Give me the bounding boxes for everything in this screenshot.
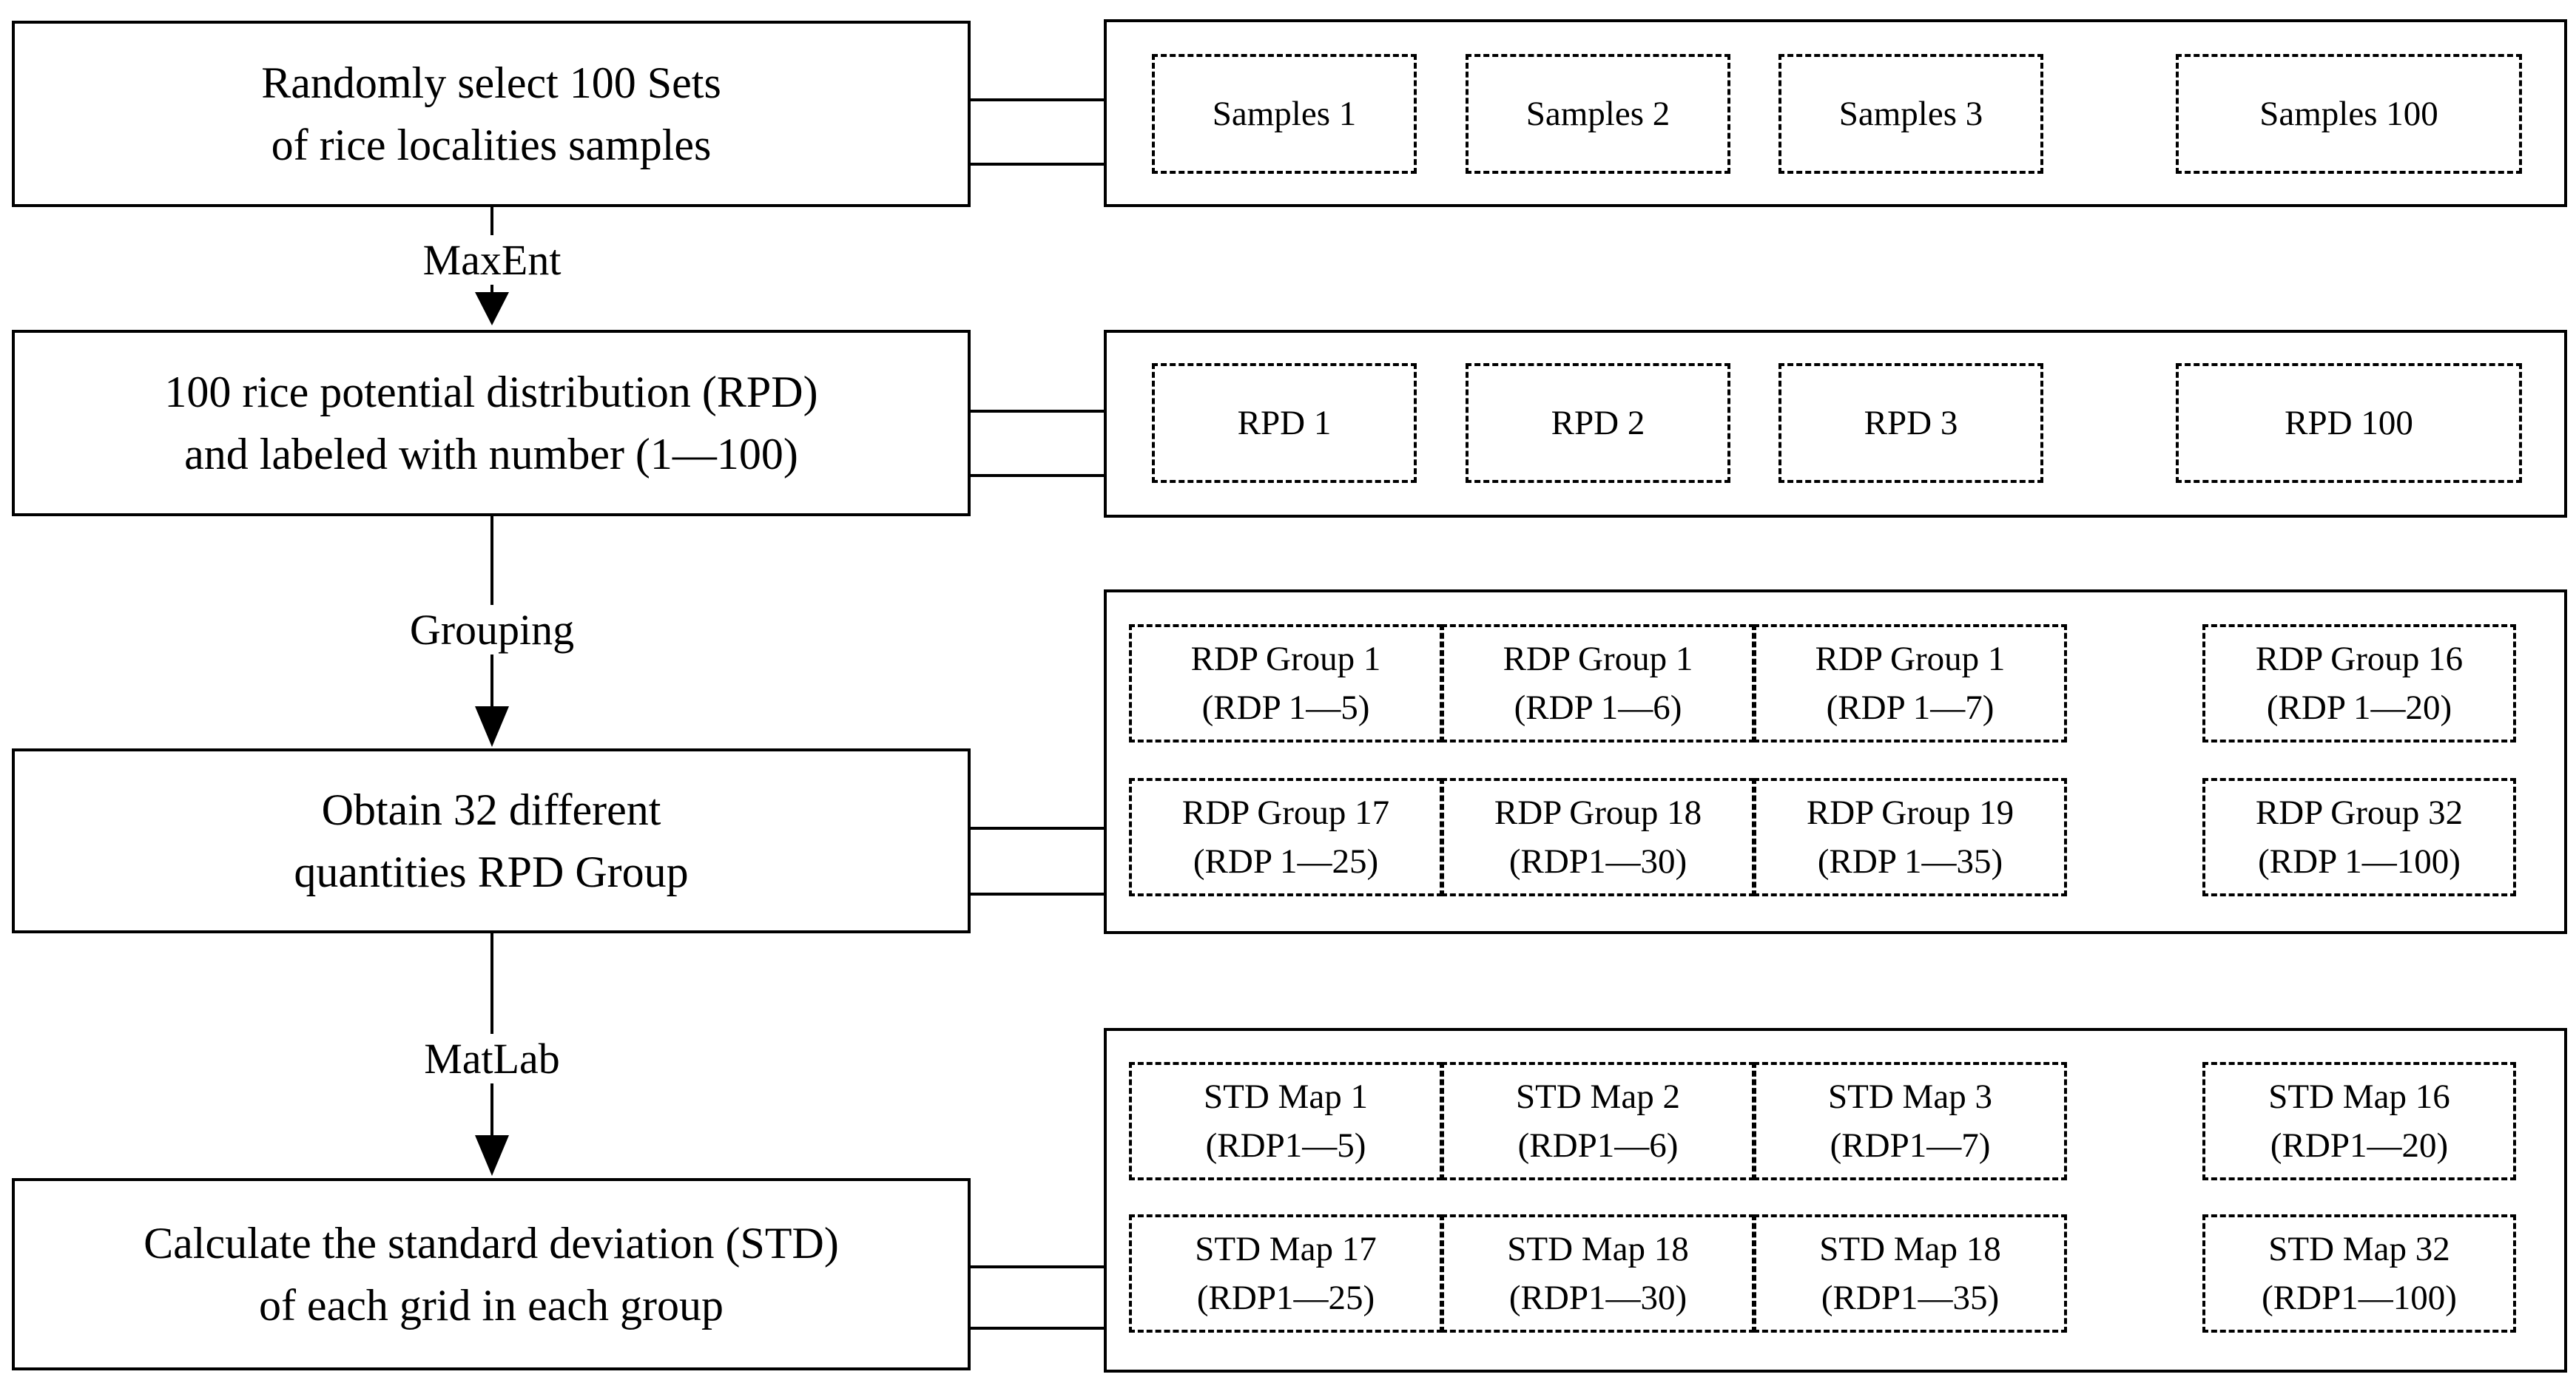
sample-box: Samples 1 — [1152, 54, 1417, 174]
step-text: 100 rice potential distribution (RPD) — [164, 368, 818, 416]
group-box: RDP Group 17 (RDP 1—25) — [1129, 778, 1443, 896]
sample-box: Samples 3 — [1778, 54, 2043, 174]
arrow-head — [475, 292, 509, 325]
map-title: STD Map 3 — [1828, 1078, 1992, 1116]
sample-box: Samples 100 — [2176, 54, 2522, 174]
map-title: STD Map 16 — [2268, 1078, 2450, 1116]
map-range: (RDP1—35) — [1821, 1279, 2000, 1317]
map-title: STD Map 32 — [2268, 1230, 2450, 1268]
map-title: STD Map 18 — [1819, 1230, 2001, 1268]
group-range: (RDP 1—6) — [1514, 689, 1682, 727]
group-range: (RDP 1—100) — [2258, 842, 2461, 881]
map-range: (RDP1—5) — [1205, 1126, 1366, 1165]
group-range: (RDP 1—7) — [1826, 689, 1995, 727]
rpd-box: RPD 100 — [2176, 363, 2522, 483]
step-box-std: Calculate the standard deviation (STD) of… — [12, 1178, 971, 1370]
std-map-box: STD Map 1 (RDP1—5) — [1129, 1062, 1443, 1180]
rpd-box: RPD 1 — [1152, 363, 1417, 483]
std-map-box: STD Map 18 (RDP1—35) — [1753, 1214, 2067, 1333]
group-title: RDP Group 17 — [1181, 794, 1390, 832]
map-range: (RDP1—30) — [1508, 1279, 1687, 1317]
step-text: of each grid in each group — [258, 1281, 724, 1330]
group-title: RDP Group 16 — [2255, 640, 2464, 678]
group-title: RDP Group 1 — [1190, 640, 1381, 678]
group-range: (RDP 1—35) — [1817, 842, 2003, 881]
group-title: RDP Group 1 — [1815, 640, 2006, 678]
std-map-box: STD Map 3 (RDP1—7) — [1753, 1062, 2067, 1180]
group-title: RDP Group 32 — [2255, 794, 2464, 832]
step-text: and labeled with number (1—100) — [184, 430, 798, 478]
map-title: STD Map 2 — [1516, 1078, 1680, 1116]
step-text: Obtain 32 different — [321, 785, 661, 834]
arrow-head — [475, 706, 509, 747]
step-text: quantities RPD Group — [294, 848, 689, 896]
map-range: (RDP1—100) — [2262, 1279, 2457, 1317]
map-range: (RDP1—6) — [1517, 1126, 1679, 1165]
group-range: (RDP 1—20) — [2266, 689, 2452, 727]
step-box-select-samples: Randomly select 100 Sets of rice localiti… — [12, 21, 971, 207]
std-map-box: STD Map 32 (RDP1—100) — [2202, 1214, 2516, 1333]
step-text: Randomly select 100 Sets — [261, 58, 721, 107]
group-box: RDP Group 1 (RDP 1—5) — [1129, 624, 1443, 743]
map-range: (RDP1—20) — [2270, 1126, 2449, 1165]
step-box-grouping: Obtain 32 different quantities RPD Group — [12, 748, 971, 933]
rpd-box: RPD 3 — [1778, 363, 2043, 483]
group-box: RDP Group 19 (RDP 1—35) — [1753, 778, 2067, 896]
arrow-label-maxent: MaxEnt — [411, 235, 573, 285]
group-box: RDP Group 1 (RDP 1—7) — [1753, 624, 2067, 743]
sample-box: Samples 2 — [1466, 54, 1730, 174]
map-title: STD Map 18 — [1507, 1230, 1689, 1268]
map-range: (RDP1—7) — [1830, 1126, 1991, 1165]
group-range: (RDP 1—5) — [1201, 689, 1370, 727]
arrow-head — [475, 1135, 509, 1176]
arrow-label-matlab: MatLab — [412, 1034, 572, 1083]
step-text: of rice localities samples — [271, 121, 712, 169]
group-title: RDP Group 1 — [1503, 640, 1693, 678]
group-box: RDP Group 32 (RDP 1—100) — [2202, 778, 2516, 896]
group-title: RDP Group 18 — [1494, 794, 1702, 832]
std-map-box: STD Map 2 (RDP1—6) — [1441, 1062, 1755, 1180]
group-box: RDP Group 1 (RDP 1—6) — [1441, 624, 1755, 743]
map-range: (RDP1—25) — [1196, 1279, 1375, 1317]
map-title: STD Map 17 — [1195, 1230, 1377, 1268]
group-range: (RDP 1—25) — [1193, 842, 1379, 881]
map-title: STD Map 1 — [1204, 1078, 1368, 1116]
group-box: RDP Group 16 (RDP 1—20) — [2202, 624, 2516, 743]
group-box: RDP Group 18 (RDP1—30) — [1441, 778, 1755, 896]
std-map-box: STD Map 18 (RDP1—30) — [1441, 1214, 1755, 1333]
step-text: Calculate the standard deviation (STD) — [144, 1219, 839, 1268]
std-map-box: STD Map 16 (RDP1—20) — [2202, 1062, 2516, 1180]
group-title: RDP Group 19 — [1806, 794, 2014, 832]
rpd-box: RPD 2 — [1466, 363, 1730, 483]
arrow-label-grouping: Grouping — [397, 605, 587, 655]
std-map-box: STD Map 17 (RDP1—25) — [1129, 1214, 1443, 1333]
group-range: (RDP1—30) — [1508, 842, 1687, 881]
step-box-rpd: 100 rice potential distribution (RPD) and… — [12, 330, 971, 516]
